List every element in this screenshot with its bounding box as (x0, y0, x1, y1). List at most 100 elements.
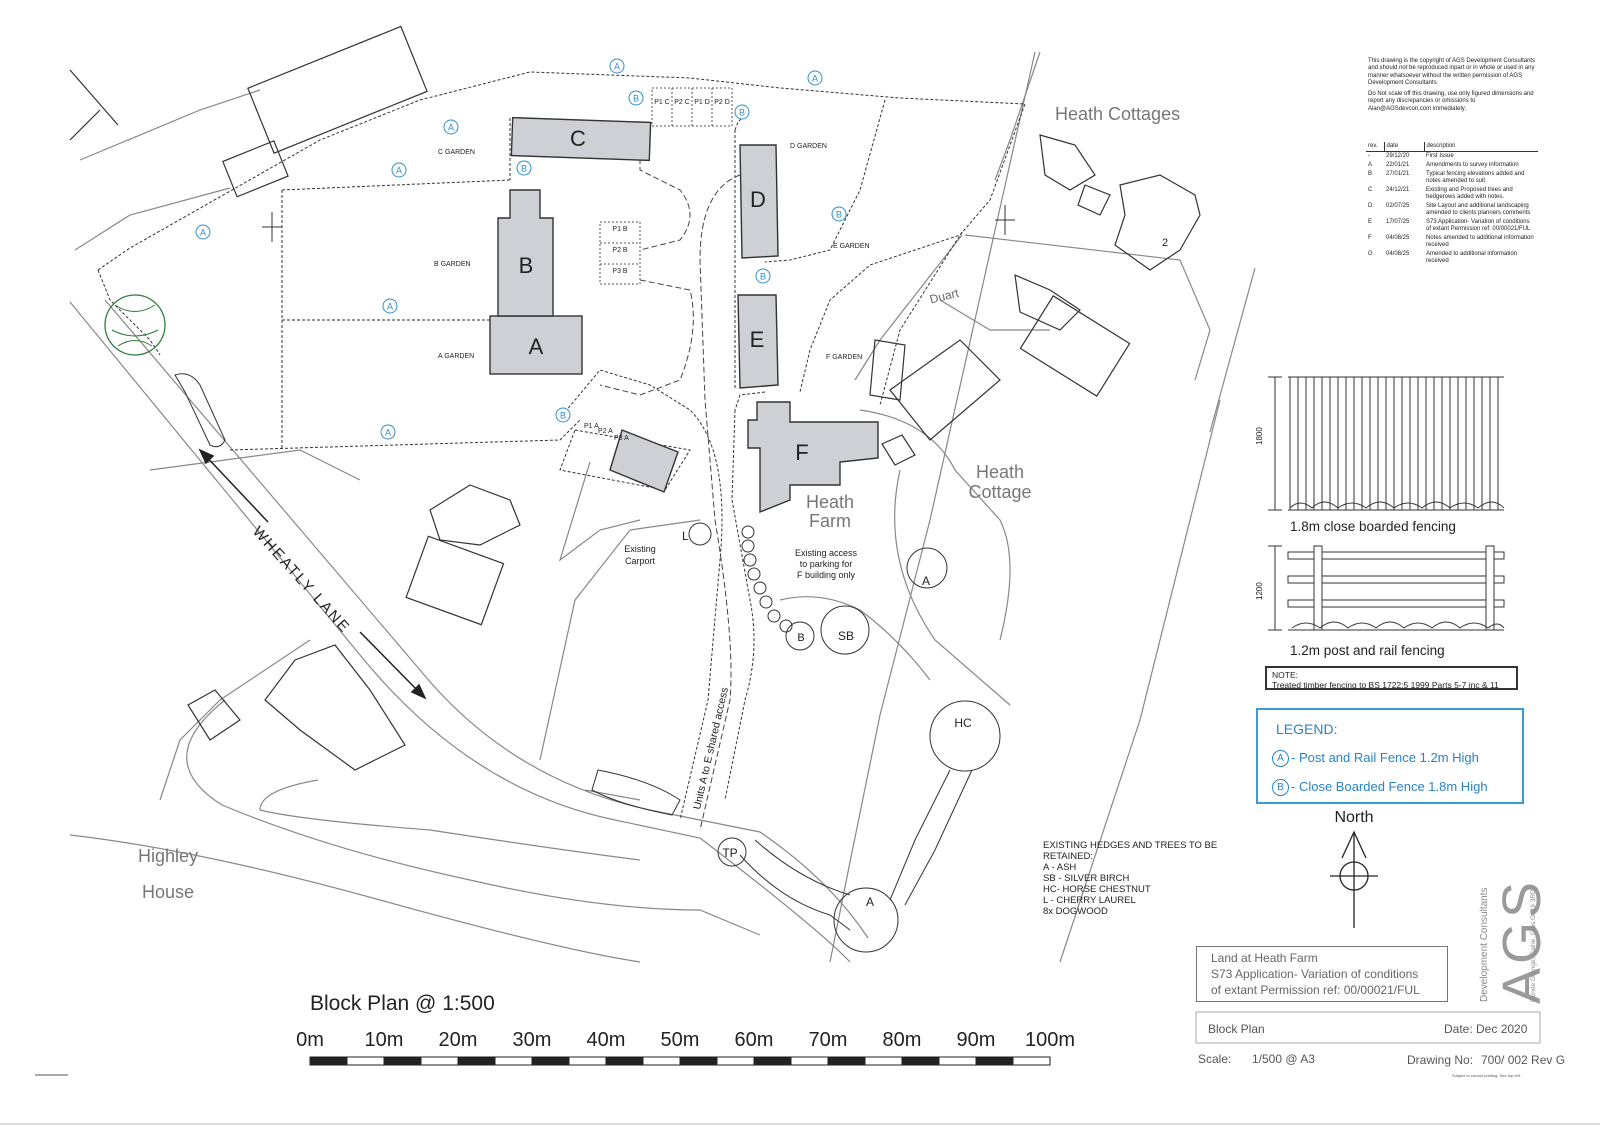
drawing-no-label: Drawing No: (1407, 1053, 1473, 1067)
close-boarded-marker-icon (831, 206, 847, 222)
annotation-carport-1: Existing (624, 544, 656, 554)
legend-item-close-boarded: B- Close Boarded Fence 1.8m High (1272, 779, 1488, 797)
revision-col-date: date (1384, 142, 1425, 152)
ags-logo-letters: AGS (1492, 878, 1552, 1004)
close-boarded-marker-icon (734, 104, 750, 120)
east-road-edge-east (1059, 399, 1221, 963)
fence-detail-post-rail (1268, 545, 1505, 631)
fence-marker-letter: B (521, 164, 527, 174)
building-label-f: F (795, 440, 808, 465)
revision-rev: D (1368, 203, 1373, 209)
road-network (69, 51, 1256, 963)
scale-bar-segment (827, 1056, 866, 1066)
north-west-field-edge-2 (74, 187, 231, 251)
drawing-no-value: 700/ 002 Rev G (1481, 1053, 1565, 1067)
garden-label-c: C GARDEN (438, 149, 475, 156)
tree-existing-large (104, 294, 166, 356)
scale-bar-segments (309, 1056, 1051, 1066)
scale-value: 1/500 @ A3 (1252, 1052, 1315, 1066)
shared-access-track (699, 174, 741, 831)
scale-bar-segment (679, 1056, 718, 1066)
revision-description: Existing and Proposed trees and hedgerow… (1426, 187, 1513, 200)
arrowhead-icon (410, 683, 427, 700)
building-e (737, 294, 779, 389)
highley-drive (186, 699, 761, 936)
scale-bar-label: 90m (957, 1029, 996, 1051)
scale-bar-segment (975, 1056, 1014, 1066)
close-boarded-marker-icon (755, 268, 771, 284)
ags-logo-address: Dunde Grange, Calne, Glos GL19 3RD (1530, 889, 1537, 1002)
tree-tp (717, 837, 747, 867)
neighbour-building-edge-nw-2 (69, 109, 101, 141)
revision-date: 02/07/25 (1386, 203, 1410, 209)
scale-bar-segment (938, 1056, 977, 1066)
parking-bays (599, 87, 733, 285)
carport-unit-a-bays (609, 429, 679, 493)
hedge-east-2 (904, 769, 973, 906)
heath-cottages-road-edge (994, 51, 1041, 181)
fence-marker-letter: A (396, 166, 402, 176)
cross-marker (262, 212, 282, 242)
heath-cottages-building-1 (1039, 134, 1096, 191)
dogwood-hedge (741, 525, 793, 633)
tree-label-a-north: A (922, 574, 930, 588)
fence-marker-letter: A (812, 74, 818, 84)
duart-plot-line (939, 299, 1050, 331)
arrowhead-icon (198, 448, 215, 465)
scale-bar-label: 0m (296, 1029, 324, 1051)
retained-item: 8x DOGWOOD (1043, 906, 1108, 917)
legend-marker-b-icon: B (1272, 779, 1289, 797)
tree-canopy-detail (111, 304, 159, 347)
scale-bar-segment (457, 1056, 496, 1066)
fence-marker-letter: A (448, 123, 454, 133)
neighbour-building-west-2 (429, 484, 521, 546)
scale-bar-segment (753, 1056, 792, 1066)
revision-description: Amended to additional information receiv… (1426, 251, 1518, 264)
tree-hc (929, 700, 1001, 772)
revision-description: Amendments to survey information (1426, 162, 1519, 168)
tree-label-tp: TP (722, 846, 737, 860)
scale-bar-segment (716, 1056, 755, 1066)
garden-label-a: A GARDEN (438, 353, 474, 360)
revision-rev: A (1368, 162, 1373, 168)
road-label-wheatly-lane: WHEATLY LANE (249, 523, 354, 636)
site-buildings (489, 116, 879, 514)
legend-item-post-rail: A- Post and Rail Fence 1.2m High (1272, 750, 1479, 768)
garden-label-f: F GARDEN (826, 354, 862, 361)
north-arrow: North (1330, 809, 1378, 928)
close-boarded-marker-icon (555, 407, 571, 423)
heath-cottage-driveway (894, 469, 1011, 706)
east-road-edge-west (829, 51, 1036, 963)
building-d (739, 144, 779, 259)
revision-rev: B (1368, 171, 1373, 177)
revision-description: S73 Application- Variation of conditions… (1426, 219, 1531, 232)
post-rail-marker-icon (807, 70, 823, 86)
close-boarded-boards (1289, 377, 1499, 510)
parking-bay-label: P1 A (584, 423, 599, 430)
close-boarded-marker-icon (628, 90, 644, 106)
hedge-south-1 (739, 854, 851, 931)
duart-plot-boundary (964, 234, 1211, 381)
scale-bar-label: 70m (809, 1029, 848, 1051)
f-garden-south-fence (734, 391, 766, 411)
north-boundary-fence (97, 71, 1026, 271)
vegetation (104, 294, 1001, 953)
legend-label: - Close Boarded Fence 1.8m High (1291, 779, 1488, 794)
access-outline (599, 140, 741, 831)
retained-item: A - ASH (1043, 862, 1076, 873)
scale-bar-segment (790, 1056, 829, 1066)
revision-date: 29/12/20 (1386, 153, 1410, 159)
tree-a-south (833, 887, 899, 953)
retained-item: HC- HORSE CHESTNUT (1043, 884, 1151, 895)
fence-marker-letter: A (200, 228, 206, 238)
parking-bay-label: P1 B (612, 226, 628, 233)
annotation-carport-2: Carport (625, 556, 656, 566)
revision-date: 04/08/25 (1386, 235, 1410, 241)
f-garden-east-fence (879, 231, 963, 406)
retained-heading-2: RETAINED: (1043, 851, 1093, 862)
revision-table-header: rev. date description (1366, 142, 1538, 152)
